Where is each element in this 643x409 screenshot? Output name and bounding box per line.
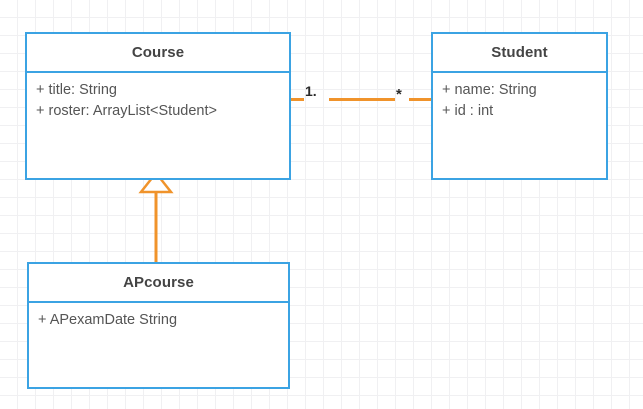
attribute-row: + APexamDate String [38,312,178,328]
attribute-row: + roster: ArrayList<Student> [36,103,217,119]
association-line-segment[interactable] [290,98,304,101]
multiplicity-label-from: 1. [305,83,317,99]
class-name-course: Course [27,34,289,73]
multiplicity-label-to: * [396,86,402,103]
uml-class-student[interactable]: Student + name: String + id : int [431,32,608,180]
uml-class-apcourse[interactable]: APcourse + APexamDate String [27,262,290,389]
generalization-arrow[interactable] [138,172,174,264]
attribute-row: + name: String [442,82,537,98]
class-attributes-course: + title: String + roster: ArrayList<Stud… [27,73,289,122]
hollow-triangle-icon [138,172,174,194]
attribute-row: + id : int [442,103,494,119]
uml-class-course[interactable]: Course + title: String + roster: ArrayLi… [25,32,291,180]
class-attributes-apcourse: + APexamDate String [29,303,288,331]
association-line-segment[interactable] [329,98,395,101]
class-name-student: Student [433,34,606,73]
class-attributes-student: + name: String + id : int [433,73,606,122]
class-name-apcourse: APcourse [29,264,288,303]
association-line-segment[interactable] [409,98,432,101]
attribute-row: + title: String [36,82,117,98]
